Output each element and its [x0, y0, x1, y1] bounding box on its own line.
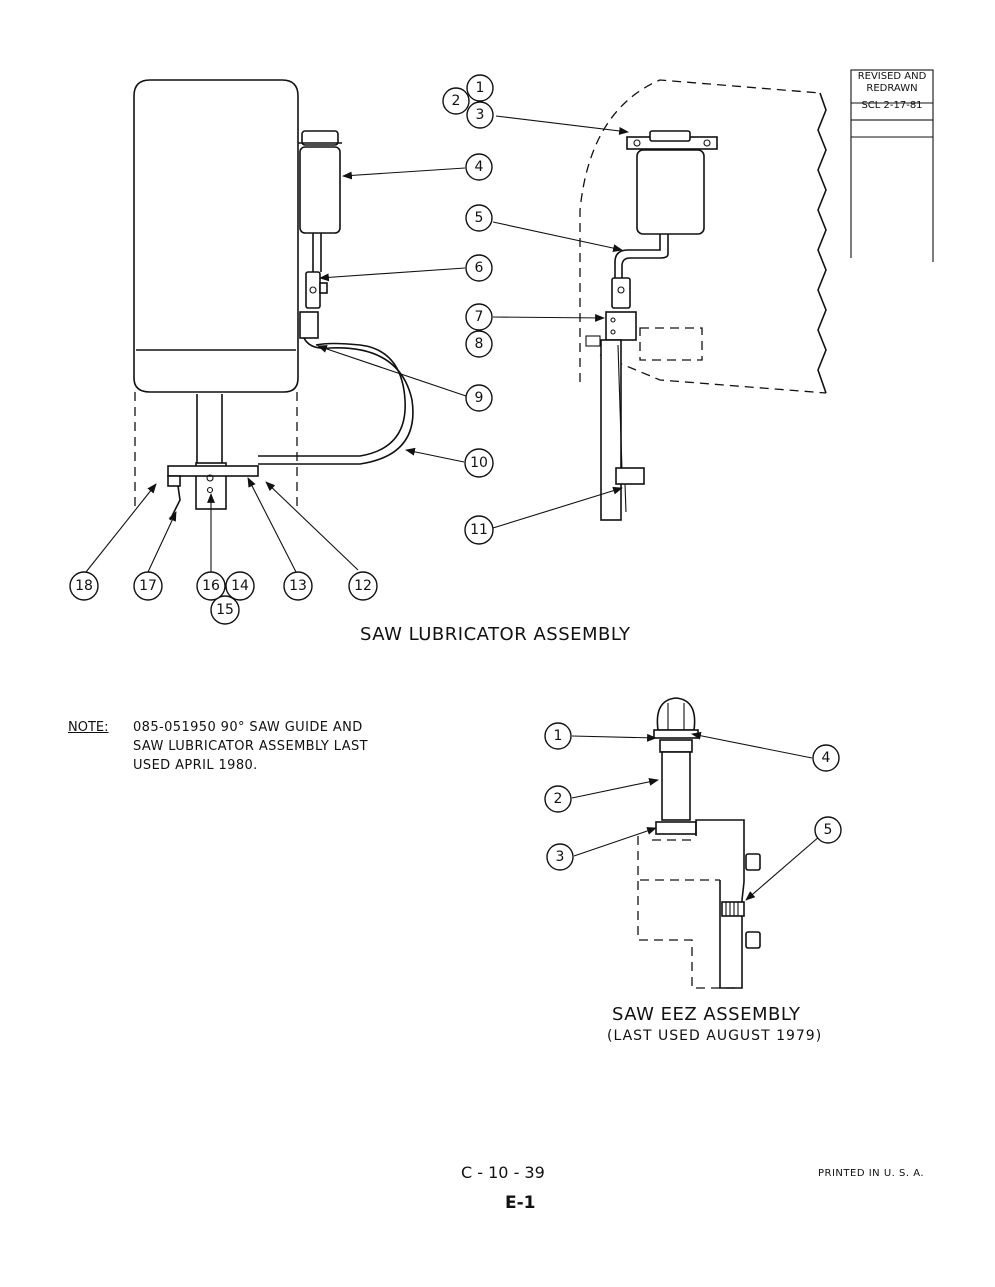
svg-text:17: 17: [139, 578, 157, 594]
svg-text:11: 11: [470, 522, 488, 538]
saw-eez-drawing: [637, 697, 761, 989]
note-line-3: USED APRIL 1980.: [133, 758, 258, 773]
callout-5: 5: [465, 204, 493, 232]
revision-line-1: REVISED AND: [857, 71, 927, 82]
svg-text:14: 14: [231, 578, 249, 594]
eez-callout-1: 1: [544, 722, 572, 750]
svg-text:1: 1: [476, 80, 485, 96]
saw-eez-subtitle: (LAST USED AUGUST 1979): [607, 1028, 823, 1044]
callout-16: 16: [196, 571, 226, 601]
section-number: E-1: [505, 1193, 536, 1213]
leader-lines: [85, 115, 821, 901]
svg-text:9: 9: [475, 390, 484, 406]
svg-text:1: 1: [554, 728, 563, 744]
eez-callout-4: 4: [812, 744, 840, 772]
svg-text:4: 4: [822, 750, 831, 766]
lubricator-front-view: [579, 79, 827, 521]
revision-stamp: REVISED AND REDRAWN SCL 2-17-81: [851, 71, 933, 112]
callout-14: 14: [225, 571, 255, 601]
svg-text:18: 18: [75, 578, 93, 594]
svg-text:8: 8: [475, 336, 484, 352]
svg-text:7: 7: [475, 309, 484, 325]
svg-text:16: 16: [202, 578, 220, 594]
callout-12: 12: [348, 571, 378, 601]
svg-text:12: 12: [354, 578, 372, 594]
eez-callout-2: 2: [544, 785, 572, 813]
callout-9: 9: [465, 384, 493, 412]
lubricator-side-view: [133, 79, 414, 521]
callout-4: 4: [465, 153, 493, 181]
note-line-2: SAW LUBRICATOR ASSEMBLY LAST: [133, 739, 369, 754]
svg-text:2: 2: [452, 93, 461, 109]
note-label: NOTE:: [68, 720, 109, 735]
note-line-1: 085-051950 90° SAW GUIDE AND: [133, 720, 363, 735]
svg-text:2: 2: [554, 791, 563, 807]
callout-6: 6: [465, 254, 493, 282]
saw-eez-callouts: 1 2 3 4 5: [544, 722, 842, 871]
svg-text:13: 13: [289, 578, 307, 594]
callout-11: 11: [464, 515, 494, 545]
revision-line-3: SCL 2-17-81: [861, 100, 923, 111]
callout-2: 2: [442, 87, 470, 115]
revision-line-2: REDRAWN: [866, 83, 918, 94]
saw-eez-title: SAW EEZ ASSEMBLY: [612, 1004, 801, 1025]
callout-17: 17: [133, 571, 163, 601]
svg-text:6: 6: [475, 260, 484, 276]
svg-text:15: 15: [216, 602, 234, 618]
printed-in-usa: PRINTED IN U. S. A.: [818, 1168, 925, 1179]
eez-callout-5: 5: [814, 816, 842, 844]
callout-3: 3: [466, 101, 494, 129]
callout-10: 10: [464, 448, 494, 478]
svg-text:3: 3: [476, 107, 485, 123]
lubricator-title: SAW LUBRICATOR ASSEMBLY: [360, 624, 631, 645]
svg-text:5: 5: [475, 210, 484, 226]
eez-callout-3: 3: [546, 843, 574, 871]
svg-text:3: 3: [556, 849, 565, 865]
svg-text:4: 4: [475, 159, 484, 175]
lubricator-callouts: 1 2 3 4 5 6 7 8 9 10 11 12 13 14 15 16 1…: [69, 74, 494, 625]
svg-text:10: 10: [470, 455, 488, 471]
callout-13: 13: [283, 571, 313, 601]
callout-15: 15: [210, 595, 240, 625]
callout-8: 8: [465, 330, 493, 358]
page-number: C - 10 - 39: [461, 1163, 545, 1182]
callout-18: 18: [69, 571, 99, 601]
callout-7: 7: [465, 303, 493, 331]
callout-1: 1: [466, 74, 494, 102]
svg-text:5: 5: [824, 822, 833, 838]
